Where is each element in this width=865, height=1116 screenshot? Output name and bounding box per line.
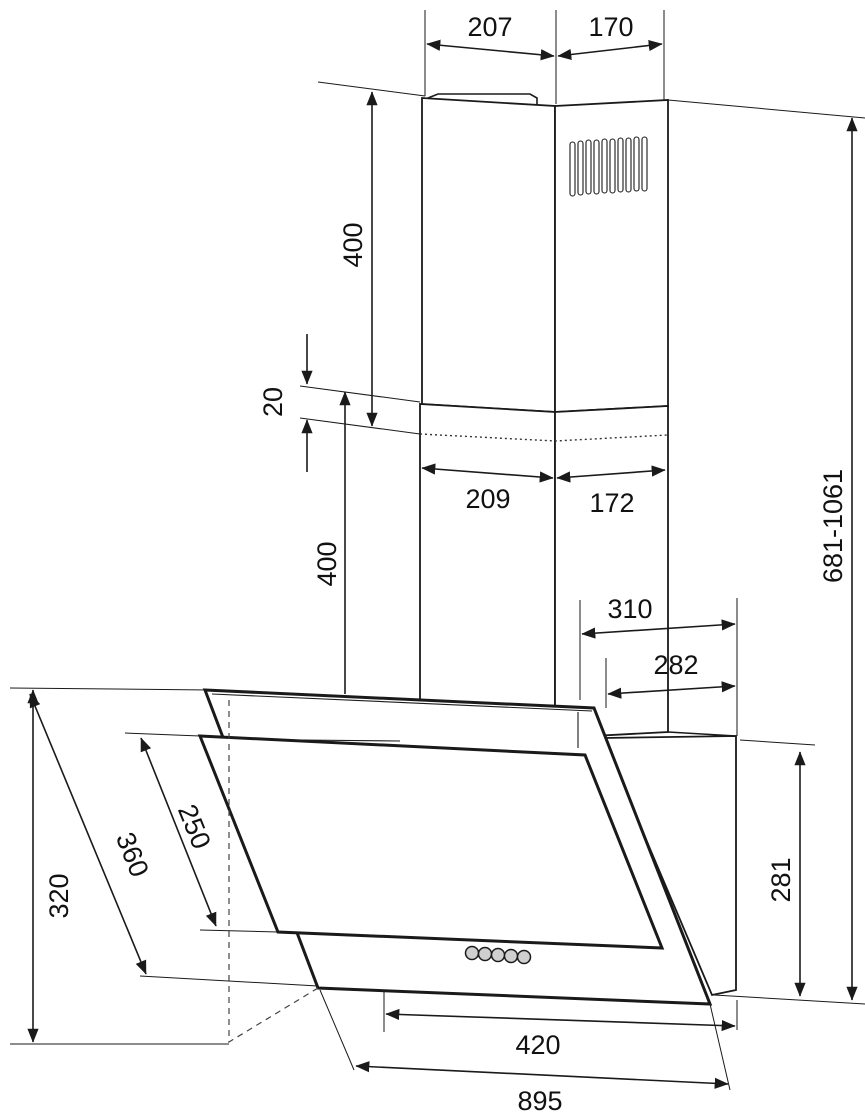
dim-line-420 <box>385 1008 736 1032</box>
upper-duct-top-lip <box>427 93 538 104</box>
dim-label-duct-upper-height: 400 <box>338 222 368 267</box>
dim-label-glass-inner-slant: 250 <box>172 800 217 853</box>
upper-duct-side-face <box>554 99 669 413</box>
extension-lines <box>9 10 865 1091</box>
dim-label-overlap: 20 <box>258 387 288 417</box>
lower-duct <box>419 403 669 739</box>
dim-label-duct-lower-height: 400 <box>312 541 342 586</box>
knob-5[interactable] <box>516 949 532 965</box>
dim-line-170 <box>557 39 663 61</box>
knob-3[interactable] <box>490 947 506 963</box>
inner-glass-panel <box>197 734 665 950</box>
hood-side-box <box>601 735 737 997</box>
hood-body <box>601 731 737 997</box>
dim-label-front-height: 320 <box>44 873 74 918</box>
upper-duct <box>421 93 669 413</box>
dim-line-207 <box>426 39 555 61</box>
control-knobs <box>464 945 532 965</box>
dim-label-duct-upper-front: 207 <box>467 12 512 42</box>
dim-label-duct-lower-front: 209 <box>465 484 510 514</box>
dim-line-250 <box>140 737 217 927</box>
dim-line-895 <box>355 1061 729 1089</box>
dim-label-body-height: 281 <box>766 857 796 902</box>
glass-panels <box>197 688 713 1006</box>
overlap-line <box>419 433 669 442</box>
dim-label-total-height: 681-1061 <box>818 469 848 583</box>
vent-slots <box>569 136 648 197</box>
dimension-lines <box>27 39 858 1089</box>
dim-line-360 <box>29 693 147 975</box>
dim-label-overall-width: 895 <box>517 1086 562 1116</box>
lower-duct-side-face <box>554 405 669 739</box>
dim-line-282 <box>607 681 736 699</box>
dim-label-duct-upper-side: 170 <box>588 12 633 42</box>
knob-2[interactable] <box>477 946 493 962</box>
lower-duct-front-face <box>419 403 556 713</box>
dim-line-310 <box>581 619 736 639</box>
dim-label-depth-top: 310 <box>607 594 652 624</box>
dim-label-bottom-width: 420 <box>515 1030 560 1060</box>
dim-label-glass-outer-slant: 360 <box>110 828 155 881</box>
dim-label-duct-lower-side: 172 <box>589 488 634 518</box>
knob-1[interactable] <box>464 945 480 961</box>
wall-reference-lines <box>228 700 319 1044</box>
dim-label-depth-inner: 282 <box>653 650 698 680</box>
dim-line-209 <box>421 463 554 483</box>
knob-4[interactable] <box>503 948 519 964</box>
dim-line-172 <box>556 465 666 483</box>
upper-duct-front-face <box>421 97 556 413</box>
